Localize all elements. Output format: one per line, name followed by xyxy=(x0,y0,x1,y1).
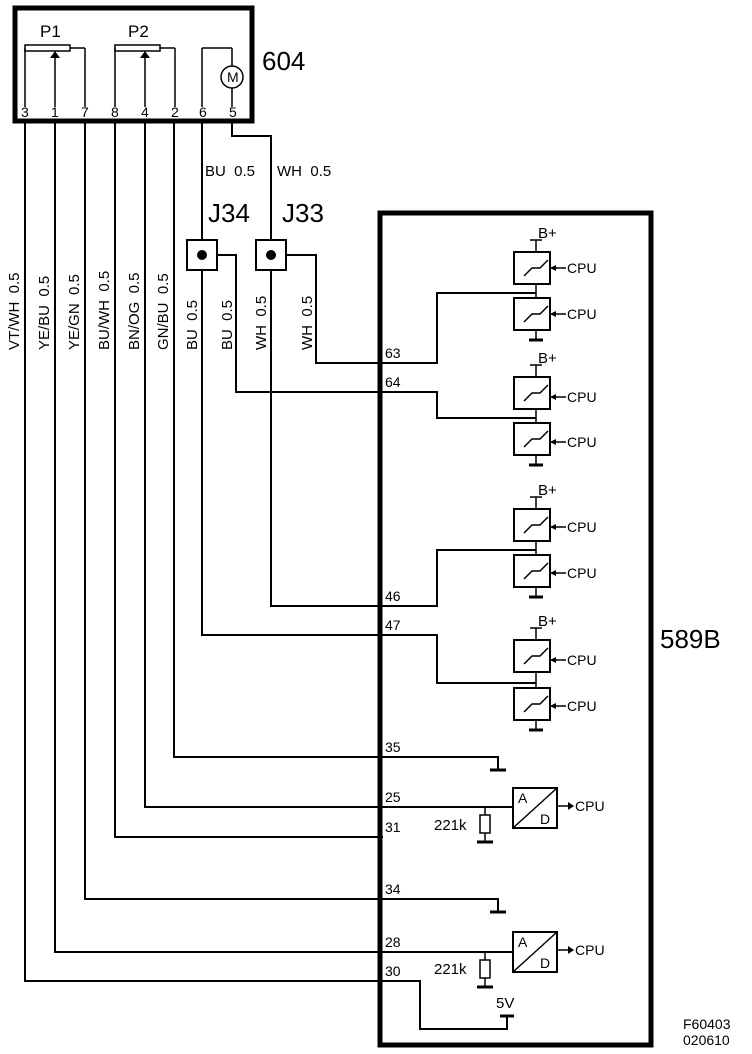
pin-604-6: 6 xyxy=(199,104,207,120)
cpu-label-1a: CPU xyxy=(567,260,597,276)
svg-text:BU/WH 0.5: BU/WH 0.5 xyxy=(96,271,113,350)
pin-589b-34: 34 xyxy=(385,881,401,897)
pin-604-8: 8 xyxy=(111,104,119,120)
svg-text:BN/OG 0.5: BN/OG 0.5 xyxy=(126,272,143,350)
component-604-box xyxy=(12,5,255,124)
cpu-label-4a: CPU xyxy=(567,652,597,668)
supply-label-1: B+ xyxy=(538,225,557,242)
component-589b-label: 589B xyxy=(660,624,721,654)
ground-34 xyxy=(383,898,506,914)
half-bridge-driver-2 xyxy=(513,364,566,467)
svg-text:BU 0.5: BU 0.5 xyxy=(219,300,236,350)
half-bridge-driver-4 xyxy=(513,627,566,732)
cpu-label-2a: CPU xyxy=(567,389,597,405)
resistor-2-label: 221k xyxy=(434,961,467,978)
svg-text:YE/BU 0.5: YE/BU 0.5 xyxy=(36,276,53,350)
junction-j34-label: J34 xyxy=(208,198,250,228)
cpu-label-1b: CPU xyxy=(567,306,597,322)
pot-p1-label: P1 xyxy=(40,22,61,41)
pin-589b-28: 28 xyxy=(385,934,401,950)
cpu-label-3b: CPU xyxy=(567,565,597,581)
pin-604-2: 2 xyxy=(171,104,179,120)
cpu-label-2b: CPU xyxy=(567,434,597,450)
pin-589b-46: 46 xyxy=(385,588,401,604)
ref-5v-label: 5V xyxy=(496,995,514,1012)
pin-589b-31: 31 xyxy=(385,819,401,835)
pin-589b-47: 47 xyxy=(385,617,401,633)
adc-2-cpu: CPU xyxy=(575,942,605,958)
motor-icon xyxy=(201,47,244,107)
svg-text:WH 0.5: WH 0.5 xyxy=(299,296,316,350)
adc-1-a: A xyxy=(518,790,528,806)
motor-wire-wh-label: WH 0.5 xyxy=(277,163,331,180)
svg-text:YE/GN 0.5: YE/GN 0.5 xyxy=(66,274,83,350)
supply-label-4: B+ xyxy=(538,613,557,630)
cpu-label-3a: CPU xyxy=(567,519,597,535)
adc-2-a: A xyxy=(518,934,528,950)
adc-2-d: D xyxy=(540,955,550,971)
component-604-label: 604 xyxy=(262,46,305,76)
pin-589b-35: 35 xyxy=(385,739,401,755)
motor-wire-bu-label: BU 0.5 xyxy=(205,163,255,180)
junction-j33 xyxy=(255,239,287,271)
pin-604-5: 5 xyxy=(229,104,237,120)
adc-1-d: D xyxy=(540,811,550,827)
figure-code-line2: 020610 xyxy=(683,1032,730,1048)
half-bridge-driver-3 xyxy=(513,496,566,599)
pot-p2-symbol xyxy=(114,44,176,107)
wires xyxy=(24,121,383,982)
supply-label-3: B+ xyxy=(538,482,557,499)
pin-589b-64: 64 xyxy=(385,374,401,390)
supply-label-2: B+ xyxy=(538,350,557,367)
svg-text:GN/BU 0.5: GN/BU 0.5 xyxy=(155,273,172,350)
pin-589b-63: 63 xyxy=(385,345,401,361)
adc-1-cpu: CPU xyxy=(575,798,605,814)
svg-text:VT/WH 0.5: VT/WH 0.5 xyxy=(6,272,23,350)
svg-text:WH 0.5: WH 0.5 xyxy=(253,296,270,350)
cpu-label-4b: CPU xyxy=(567,698,597,714)
half-bridge-driver-1 xyxy=(513,239,566,342)
svg-text:BU 0.5: BU 0.5 xyxy=(184,300,201,350)
adc-1 xyxy=(383,787,574,844)
component-589b-box xyxy=(377,210,654,1048)
pin-604-3: 3 xyxy=(21,104,29,120)
pin-589b-25: 25 xyxy=(385,789,401,805)
pin-604-4: 4 xyxy=(141,104,149,120)
junction-j34 xyxy=(186,239,218,271)
motor-label: M xyxy=(227,69,239,85)
pot-p2-label: P2 xyxy=(128,22,149,41)
pin-604-7: 7 xyxy=(81,104,89,120)
wire-labels: VT/WH 0.5 YE/BU 0.5 YE/GN 0.5 BU/WH 0.5 … xyxy=(6,271,316,350)
pot-p1-symbol xyxy=(24,44,86,107)
pin-589b-30: 30 xyxy=(385,963,401,979)
resistor-1-label: 221k xyxy=(434,817,467,834)
internal-wiring xyxy=(383,292,536,684)
junction-j33-label: J33 xyxy=(282,198,324,228)
ref-5v-wire xyxy=(383,980,514,1030)
figure-code-line1: F60403 xyxy=(683,1016,731,1032)
ground-35 xyxy=(383,756,506,772)
pin-604-1: 1 xyxy=(51,104,59,120)
adc-2 xyxy=(383,931,574,989)
